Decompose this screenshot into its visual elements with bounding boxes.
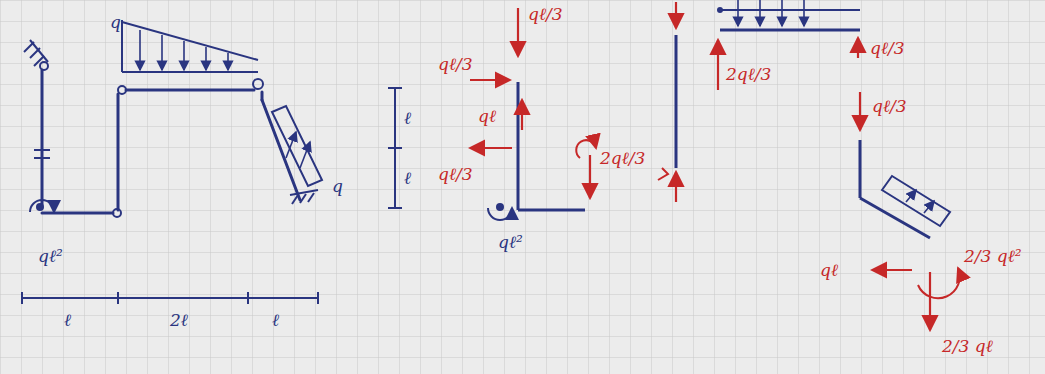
load-value: q bbox=[332, 178, 343, 195]
moment-value: qℓ² bbox=[38, 248, 63, 265]
force-value: qℓ/3 bbox=[438, 56, 473, 73]
dimension: ℓ bbox=[404, 110, 411, 127]
dimension: ℓ bbox=[272, 312, 279, 329]
moment-value: 2qℓ/3 bbox=[600, 150, 645, 167]
force-value: qℓ/3 bbox=[438, 166, 473, 183]
moment-value: qℓ² bbox=[498, 234, 523, 251]
force-value: qℓ/3 bbox=[870, 40, 905, 57]
dimension: 2ℓ bbox=[170, 312, 188, 329]
force-value: qℓ bbox=[478, 108, 496, 125]
force-value: 2/3 qℓ bbox=[942, 338, 993, 355]
force-value: qℓ bbox=[820, 262, 838, 279]
dimension: ℓ bbox=[64, 312, 71, 329]
force-value: 2qℓ/3 bbox=[726, 66, 771, 83]
force-value: qℓ/3 bbox=[528, 6, 563, 23]
load-value: q bbox=[110, 14, 121, 31]
force-value: qℓ/3 bbox=[872, 98, 907, 115]
dimension: ℓ bbox=[404, 170, 411, 187]
moment-value: 2/3 qℓ² bbox=[964, 248, 1022, 265]
